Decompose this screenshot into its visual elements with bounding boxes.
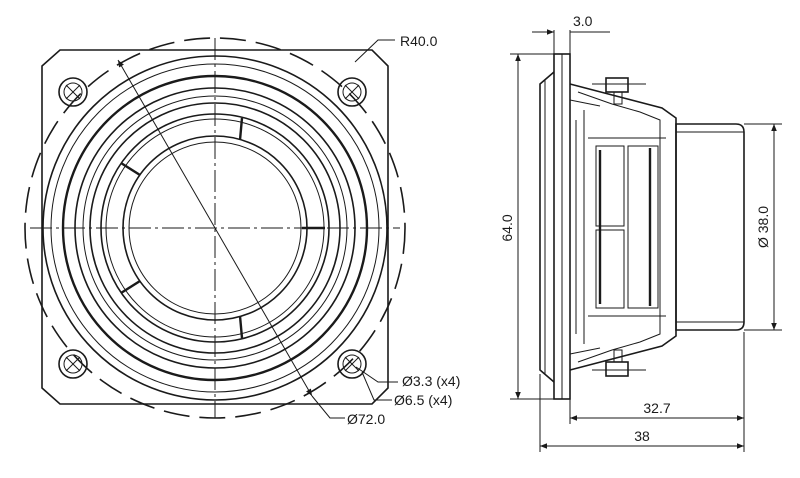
mount-hole-tl [58, 77, 88, 107]
mount-hole-br [337, 349, 367, 379]
terminal-top [592, 77, 646, 105]
side-view: 3.0 64.0 Ø 38.0 32.7 38 [499, 13, 782, 452]
front-view: R40.0 Ø3.3 (x4) Ø6.5 (x4) Ø72.0 [24, 33, 460, 427]
hole-small-label: Ø3.3 (x4) [402, 373, 460, 389]
radius-leader [354, 39, 395, 63]
diameter-leader [311, 395, 345, 419]
terminal-bottom [592, 349, 646, 377]
mount-hole-bl [58, 349, 88, 379]
basket-window-top [595, 145, 625, 227]
outer-diameter-label: Ø72.0 [347, 411, 385, 427]
corner-radius-label: R40.0 [400, 33, 438, 49]
hole-large-leader [361, 371, 392, 401]
front-frame-outline [41, 49, 389, 405]
basket-window-bottom [595, 229, 625, 309]
height-label: 64.0 [499, 214, 515, 241]
side-magnet [675, 123, 745, 331]
flange-thickness-label: 3.0 [573, 13, 593, 29]
magnet-diameter-label: Ø 38.0 [755, 206, 771, 248]
side-surround [539, 71, 555, 383]
diameter-dimension-line [117, 59, 313, 397]
depth-total-label: 38 [634, 428, 650, 444]
hole-large-label: Ø6.5 (x4) [394, 392, 452, 408]
mount-hole-tr [337, 77, 367, 107]
hole-small-leader [355, 366, 398, 383]
depth-body-label: 32.7 [643, 400, 670, 416]
